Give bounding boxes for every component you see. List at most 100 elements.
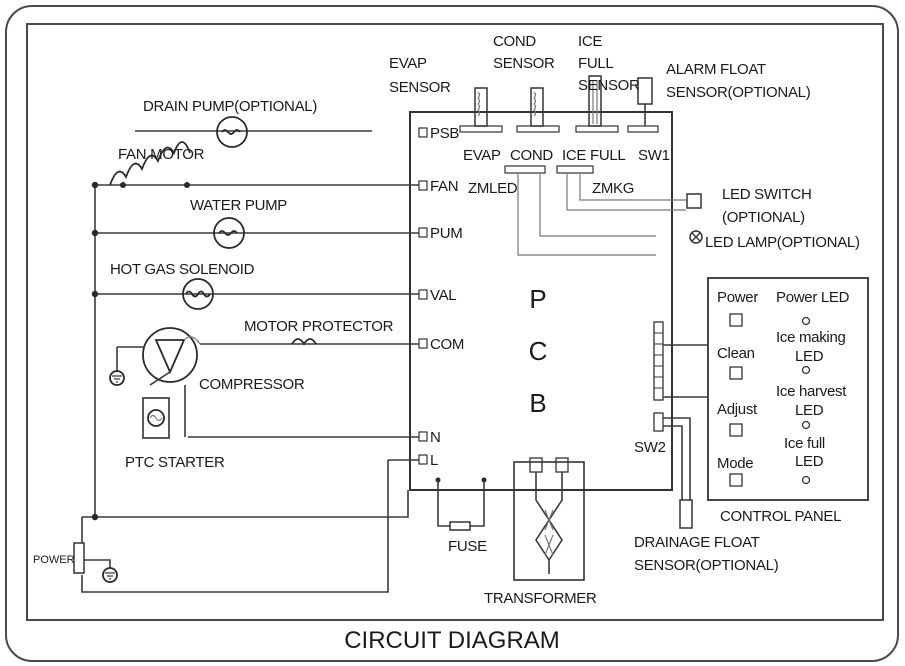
top-connector-blocks (459, 125, 659, 133)
compressor-symbol (116, 327, 201, 437)
junction-dot (91, 229, 99, 237)
sw2-label: SW2 (634, 439, 666, 456)
motor-protector-symbol (291, 338, 317, 346)
left-wiring (81, 130, 419, 593)
cond-sensor-label: SENSOR (493, 55, 555, 72)
zmled-label: ZMLED (468, 180, 518, 197)
junction-dot (120, 182, 126, 188)
control-panel-connector (653, 321, 708, 401)
hot-gas-solenoid-label: HOT GAS SOLENOID (110, 261, 255, 278)
terminal-com: COM (430, 336, 464, 353)
ptc-starter-label: PTC STARTER (125, 454, 225, 471)
ice-full-led-label: LED (795, 453, 824, 470)
ice-making-led-label: Ice making (776, 329, 846, 346)
fuse-label: FUSE (448, 538, 487, 555)
water-pump-symbol (213, 217, 245, 249)
button-power-label: Power (717, 289, 758, 306)
pcb-board (409, 111, 673, 491)
led-switch-wire (566, 173, 686, 211)
terminal-psb: PSB (430, 125, 459, 142)
fuse-symbol (435, 477, 487, 531)
power-plug-symbol (73, 542, 85, 574)
transformer-label: TRANSFORMER (484, 590, 597, 607)
fan-motor-label: FAN MOTOR (118, 146, 205, 163)
zmkg-connector (556, 165, 594, 174)
power-led-indicator (801, 316, 811, 326)
led-lamp-wire (517, 173, 656, 256)
led-lamp-icon (689, 230, 703, 244)
diagram-title: CIRCUIT DIAGRAM (344, 627, 560, 654)
ground-icon (84, 559, 118, 583)
ground-icon (109, 370, 125, 386)
control-panel-label: CONTROL PANEL (720, 508, 841, 525)
alarm-float-sensor-label: SENSOR(OPTIONAL) (666, 84, 811, 101)
alarm-float-sensor-symbol (637, 77, 653, 126)
clean-button[interactable] (729, 366, 743, 380)
hot-gas-solenoid-symbol (182, 278, 214, 310)
zmkg-label: ZMKG (592, 180, 634, 197)
ice-making-led-label: LED (795, 348, 824, 365)
junction-dot (91, 181, 99, 189)
terminal-val: VAL (430, 287, 456, 304)
cond-sensor-symbol (530, 87, 544, 127)
ice-harvest-led-indicator (801, 420, 811, 430)
pcb-terminals (418, 127, 428, 465)
terminal-l: L (430, 452, 438, 469)
drainage-float-label: DRAINAGE FLOAT (634, 534, 760, 551)
terminal-fan: FAN (430, 178, 458, 195)
junction-dot (91, 290, 99, 298)
evap-sensor-label: SENSOR (389, 79, 451, 96)
button-adjust-label: Adjust (717, 401, 758, 418)
ice-full-sensor-label: SENSOR (578, 77, 640, 94)
connector-cond: COND (510, 147, 553, 164)
ice-full-sensor-label: FULL (578, 55, 613, 72)
terminal-n: N (430, 429, 441, 446)
adjust-button[interactable] (729, 423, 743, 437)
inner-frame (26, 23, 884, 621)
button-mode-label: Mode (717, 455, 753, 472)
ice-harvest-led-label: Ice harvest (776, 383, 847, 400)
drain-pump-symbol (216, 116, 248, 148)
led-switch-label: (OPTIONAL) (722, 209, 805, 226)
connector-ice-full: ICE FULL (562, 147, 625, 164)
terminal-pum: PUM (430, 225, 462, 242)
power-button[interactable] (729, 313, 743, 327)
power-label: POWER (33, 554, 75, 566)
pcb-letter-p: P (529, 284, 546, 314)
ice-full-led-indicator (801, 475, 811, 485)
control-panel (707, 277, 869, 501)
water-pump-label: WATER PUMP (190, 197, 287, 214)
button-clean-label: Clean (717, 345, 755, 362)
led-lamp-label: LED LAMP(OPTIONAL) (705, 234, 860, 251)
evap-sensor-symbol (474, 87, 488, 127)
connector-evap: EVAP (463, 147, 501, 164)
pcb-letter-b: B (529, 388, 546, 418)
drain-pump-label: DRAIN PUMP(OPTIONAL) (143, 98, 317, 115)
ice-full-sensor-symbol (588, 75, 602, 127)
connector-sw1: SW1 (638, 147, 670, 164)
compressor-label: COMPRESSOR (199, 376, 305, 393)
led-switch-label: LED SWITCH (722, 186, 812, 203)
ptc-starter-symbol (142, 397, 170, 439)
sw2-connector (653, 412, 693, 529)
ice-making-led-indicator (801, 365, 811, 375)
zmled-connector (504, 165, 546, 174)
fan-motor-symbol (109, 141, 191, 186)
led-switch-symbol (686, 193, 702, 209)
outer-frame (5, 5, 899, 662)
ice-full-sensor-label: ICE (578, 33, 602, 50)
motor-protector-label: MOTOR PROTECTOR (244, 318, 394, 335)
drainage-float-label: SENSOR(OPTIONAL) (634, 557, 779, 574)
evap-sensor-label: EVAP (389, 55, 427, 72)
junction-dot (184, 182, 190, 188)
alarm-float-sensor-label: ALARM FLOAT (666, 61, 766, 78)
mode-button[interactable] (729, 473, 743, 487)
ice-full-led-label: Ice full (784, 435, 825, 452)
power-led-label: Power LED (776, 289, 850, 306)
transformer-symbol (513, 457, 585, 581)
ice-harvest-led-label: LED (795, 402, 824, 419)
cond-sensor-label: COND (493, 33, 536, 50)
pcb-letter-c: C (529, 336, 548, 366)
junction-dot (91, 513, 99, 521)
